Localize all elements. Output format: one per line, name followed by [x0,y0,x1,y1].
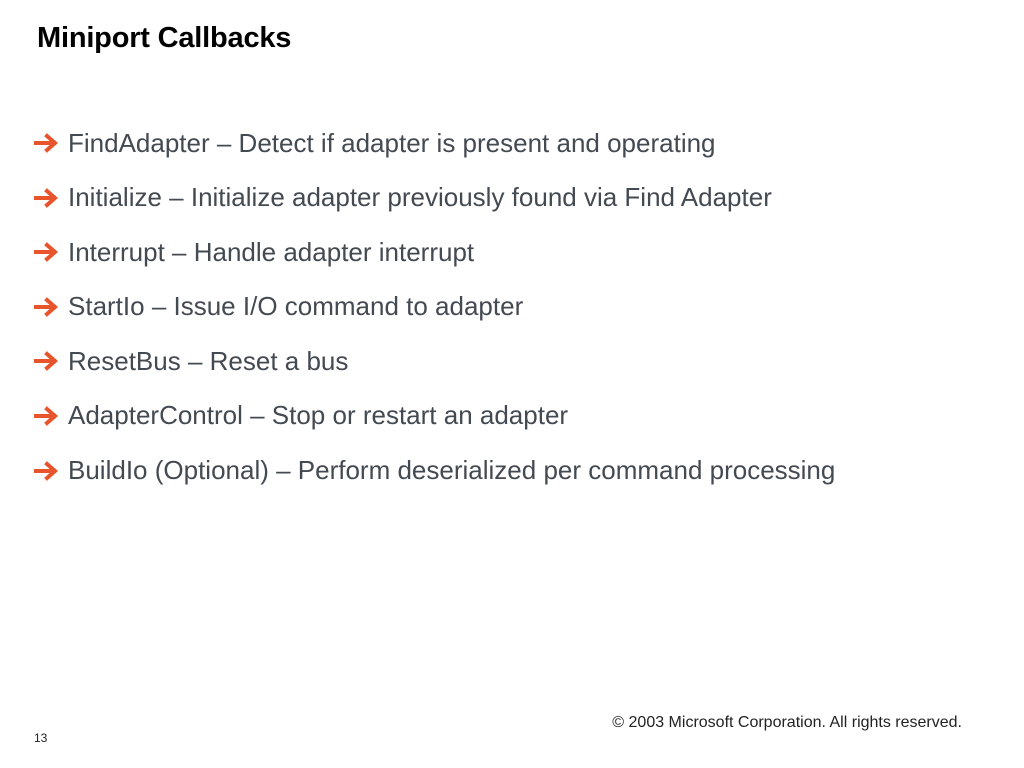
bullet-item-initialize: Initialize – Initialize adapter previous… [34,178,835,218]
bullet-list: FindAdapter – Detect if adapter is prese… [34,123,835,505]
bullet-item-startio: StartIo – Issue I/O command to adapter [34,287,835,327]
bullet-text: Interrupt – Handle adapter interrupt [68,236,475,267]
arrow-right-icon [34,242,59,263]
arrow-right-icon [34,296,59,317]
slide-title: Miniport Callbacks [37,22,292,54]
copyright-notice: © 2003 Microsoft Corporation. All rights… [612,714,962,731]
bullet-text: AdapterControl – Stop or restart an adap… [68,400,569,431]
arrow-right-icon [34,460,59,481]
bullet-text: StartIo – Issue I/O command to adapter [68,291,524,322]
arrow-right-icon [34,187,59,208]
arrow-right-icon [34,133,59,153]
bullet-item-adaptercontrol: AdapterControl – Stop or restart an adap… [34,396,835,436]
bullet-item-resetbus: ResetBus – Reset a bus [34,341,835,381]
bullet-item-buildio: BuildIo (Optional) – Perform deserialize… [34,451,835,491]
bullet-text: ResetBus – Reset a bus [68,345,349,376]
bullet-text: Initialize – Initialize adapter previous… [68,182,772,213]
bullet-item-findadapter: FindAdapter – Detect if adapter is prese… [34,123,835,163]
arrow-right-icon [34,406,59,426]
bullet-text: FindAdapter – Detect if adapter is prese… [68,127,716,158]
bullet-item-interrupt: Interrupt – Handle adapter interrupt [34,232,835,272]
slide-number: 13 [34,731,48,745]
arrow-right-icon [34,351,59,372]
bullet-text: BuildIo (Optional) – Perform deserialize… [68,455,836,486]
